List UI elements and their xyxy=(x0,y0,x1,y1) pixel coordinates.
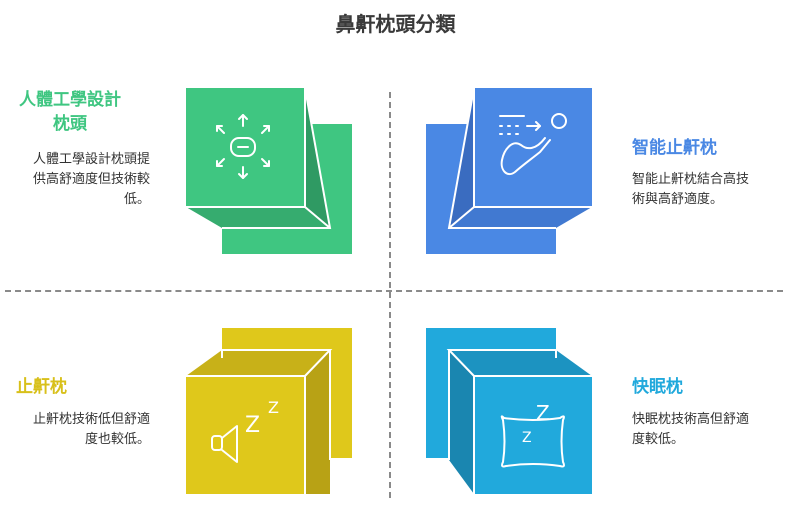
quick-sleep-pillow-heading: 快眠枕 xyxy=(632,377,683,397)
sleep-z-small: Z xyxy=(522,430,532,446)
desc-line: 智能止鼾枕結合高技 xyxy=(632,172,750,187)
ergonomic-heading-line2: 枕頭 xyxy=(53,114,87,134)
anti-snore-pillow-cube: Z Z xyxy=(186,328,352,494)
ergonomic-pillow-description: 人體工學設計枕頭提 供高舒適度但技術較 低。 xyxy=(4,150,150,210)
desc-line: 止鼾枕技術低但舒適 xyxy=(32,412,150,427)
snore-z-small: Z xyxy=(268,398,279,417)
desc-line: 快眠枕技術高但舒適 xyxy=(632,412,750,427)
desc-line: 人體工學設計枕頭提 xyxy=(32,152,150,167)
desc-line: 供高舒適度但技術較 xyxy=(32,172,150,187)
pillow-sleep-icon xyxy=(500,415,565,468)
page-title: 鼻鼾枕頭分類 xyxy=(335,12,456,36)
reclining-person-icon xyxy=(499,113,567,176)
desc-line: 度也較低。 xyxy=(84,432,150,447)
smart-pillow-description: 智能止鼾枕結合高技 術與高舒適度。 xyxy=(632,170,782,210)
ergonomic-pillow-cube xyxy=(186,87,352,254)
desc-line: 度較低。 xyxy=(632,432,685,447)
sleep-z-large: Z xyxy=(536,401,550,425)
snore-sound-icon xyxy=(211,425,238,463)
smart-pillow-cube xyxy=(426,87,592,254)
vertical-divider xyxy=(389,92,391,498)
quick-sleep-pillow-description: 快眠枕技術高但舒適 度較低。 xyxy=(632,410,782,450)
snore-z-large: Z xyxy=(245,413,260,438)
desc-line: 低。 xyxy=(123,192,150,207)
smart-pillow-heading: 智能止鼾枕 xyxy=(632,138,717,158)
desc-line: 術與高舒適度。 xyxy=(632,192,724,207)
ergonomic-pillow-heading: 人體工學設計 枕頭 xyxy=(4,88,136,136)
quick-sleep-pillow-cube: Z Z xyxy=(426,328,592,494)
ergonomic-heading-line1: 人體工學設計 xyxy=(19,90,121,110)
horizontal-divider xyxy=(5,290,783,292)
anti-snore-pillow-heading: 止鼾枕 xyxy=(16,377,67,397)
vr-headset-icon xyxy=(216,114,270,179)
anti-snore-pillow-description: 止鼾枕技術低但舒適 度也較低。 xyxy=(4,410,150,450)
